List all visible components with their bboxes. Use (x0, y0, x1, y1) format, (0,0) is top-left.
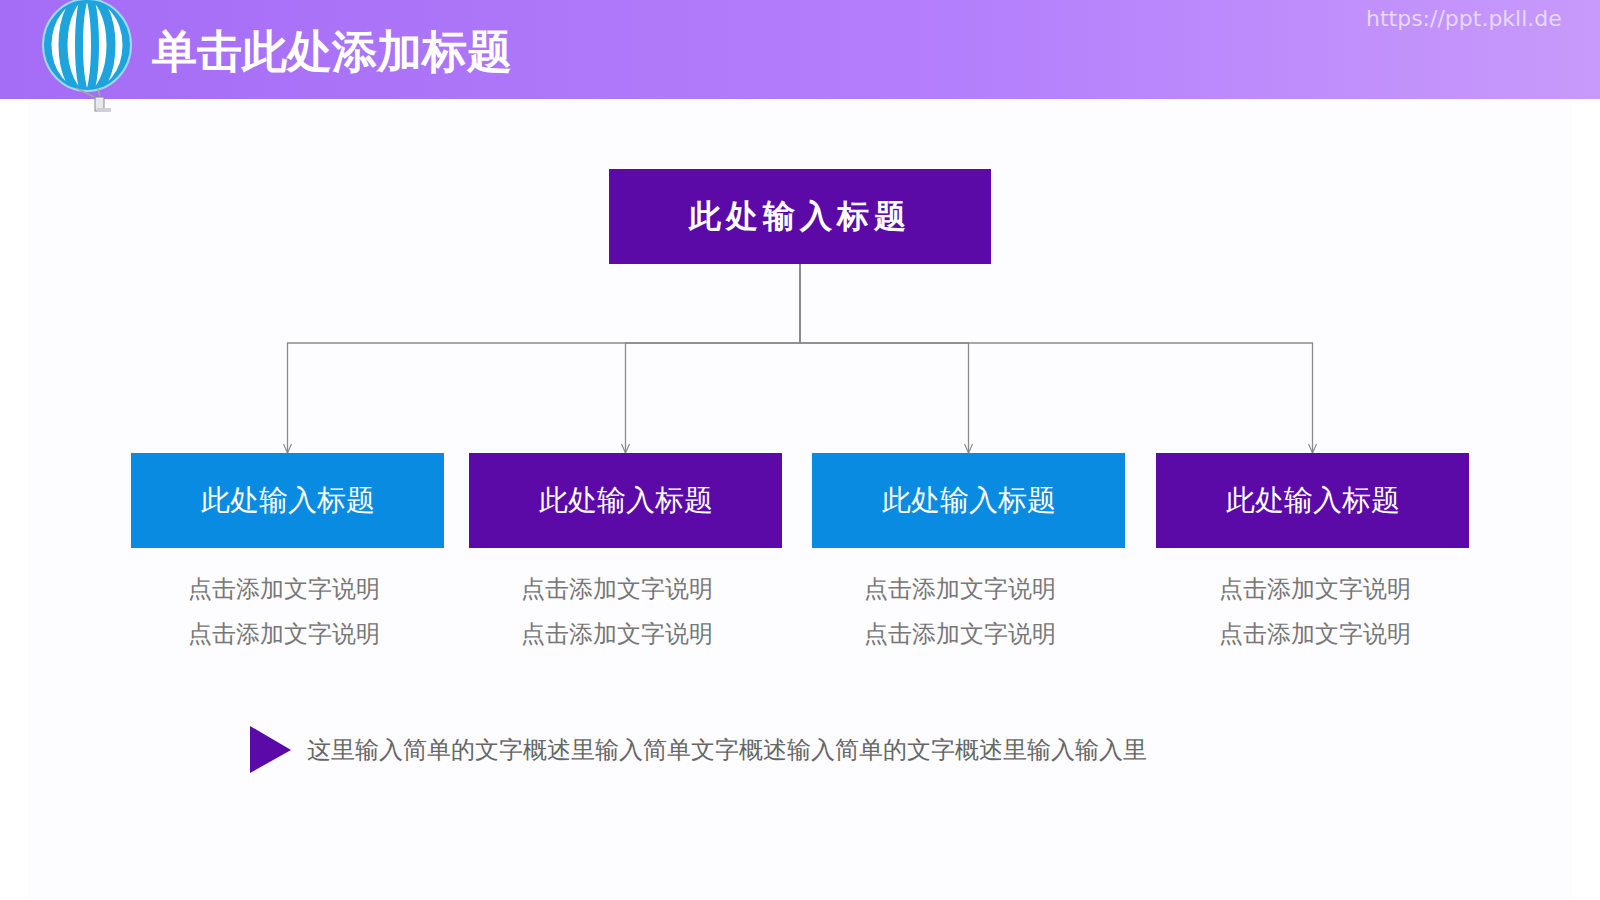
description-text: 点击添加文字说明 (1219, 573, 1411, 605)
description-text: 点击添加文字说明 (188, 618, 380, 650)
box-title: 此处输入标题 (539, 481, 713, 521)
description-text: 点击添加文字说明 (864, 573, 1056, 605)
description-text: 点击添加文字说明 (188, 573, 380, 605)
box-title: 此处输入标题 (201, 481, 375, 521)
description-text: 点击添加文字说明 (864, 618, 1056, 650)
balloon-icon (43, 0, 131, 112)
box-title: 此处输入标题 (689, 195, 911, 239)
tree-connector (626, 264, 801, 453)
watermark: https://ppt.pkll.de (1366, 6, 1562, 31)
summary-text: 这里输入简单的文字概述里输入简单文字概述输入简单的文字概述里输入输入里 (307, 734, 1147, 766)
child-box: 此处输入标题 (469, 453, 782, 548)
child-box: 此处输入标题 (812, 453, 1125, 548)
child-box: 此处输入标题 (1156, 453, 1469, 548)
description-text: 点击添加文字说明 (521, 618, 713, 650)
bullet-triangle (250, 726, 291, 773)
description-text: 点击添加文字说明 (521, 573, 713, 605)
description-text: 点击添加文字说明 (1219, 618, 1411, 650)
slide-title: 单击此处添加标题 (152, 22, 512, 82)
root-box: 此处输入标题 (609, 169, 991, 264)
tree-connector (288, 264, 801, 453)
box-title: 此处输入标题 (882, 481, 1056, 521)
child-box: 此处输入标题 (131, 453, 444, 548)
tree-connector (800, 264, 1313, 453)
box-title: 此处输入标题 (1226, 481, 1400, 521)
tree-connector (800, 264, 969, 453)
